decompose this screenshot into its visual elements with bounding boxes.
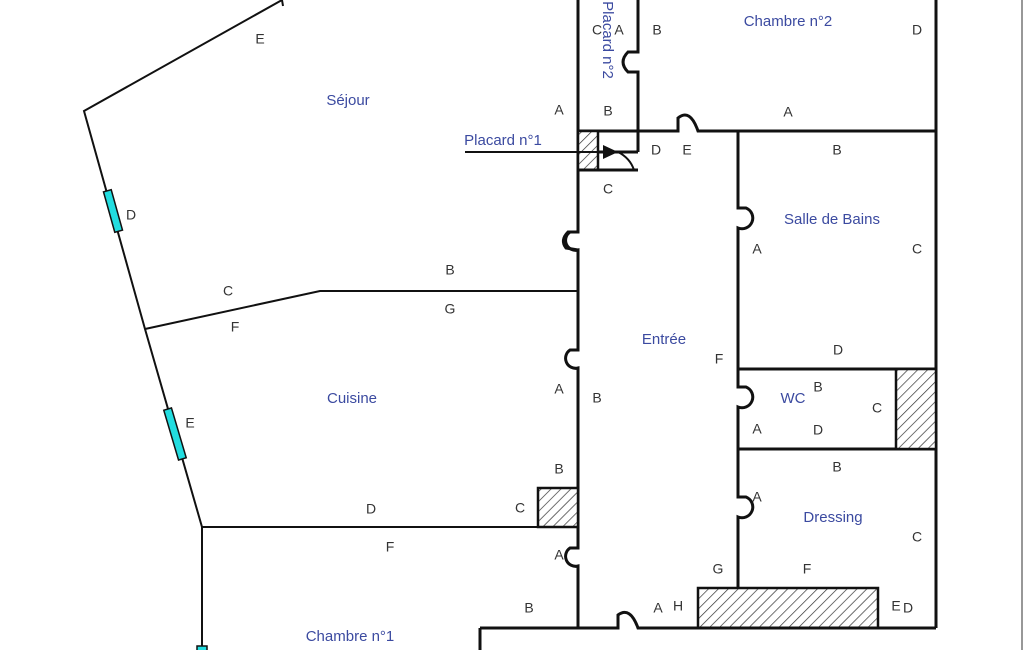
room-label-chambre2: Chambre n°2 (744, 13, 833, 30)
wall-letter: A (783, 104, 793, 120)
wall-letter: A (752, 489, 762, 505)
wall-letter: B (592, 390, 601, 406)
arrow-head-icon (603, 145, 618, 159)
wall-letter: G (445, 301, 456, 317)
wall-letter: A (554, 102, 564, 118)
wall-letter: B (603, 103, 612, 119)
window-chambre1 (196, 645, 208, 650)
wall-tick (281, 0, 284, 7)
room-label-dressing: Dressing (803, 509, 862, 526)
wall-letters: E A B C A B D A D E C B D A C B C G F D … (126, 22, 922, 616)
wall-letter: A (554, 381, 564, 397)
wall-letter: C (912, 529, 922, 545)
wall-letter: A (653, 600, 663, 616)
wall-chambre2-bottom (578, 113, 936, 133)
wall-letter: D (813, 422, 823, 438)
wall-letter: E (255, 31, 264, 47)
wall-letter: E (185, 415, 194, 431)
window-cuisine (162, 407, 188, 461)
wall-letter: D (903, 600, 913, 616)
room-label-entree: Entrée (642, 331, 686, 348)
wall-letter: A (752, 241, 762, 257)
wall-letter: D (126, 207, 136, 223)
cuisine-hatch (536, 486, 580, 529)
room-label-sejour: Séjour (326, 92, 369, 109)
wall-letter: C (603, 181, 613, 197)
wall-letter: B (524, 600, 533, 616)
room-label-salle-de-bains: Salle de Bains (784, 211, 880, 228)
wall-letter: A (554, 547, 564, 563)
room-label-placard1: Placard n°1 (464, 132, 542, 149)
door-placard1[interactable] (617, 151, 635, 171)
wall-letter: E (891, 598, 900, 614)
door-sejour[interactable] (561, 230, 579, 252)
wall-letter: G (713, 561, 724, 577)
room-label-chambre1: Chambre n°1 (306, 628, 395, 645)
wall-letter: A (614, 22, 624, 38)
dressing-hatch (696, 586, 880, 630)
wall-letter: C (592, 22, 602, 38)
wall-letter: F (231, 319, 240, 335)
wall-letter: F (803, 561, 812, 577)
wall-sejour-cuisine (144, 290, 578, 330)
wall-letter: D (833, 342, 843, 358)
placard1-hatch (576, 129, 600, 172)
wall-letter: A (752, 421, 762, 437)
wall-main-vertical (564, 0, 580, 628)
wall-entree-right (736, 131, 755, 588)
wall-letter: B (652, 22, 661, 38)
wall-letter: F (386, 539, 395, 555)
room-label-wc: WC (781, 390, 806, 407)
wc-hatch (894, 367, 938, 451)
wall-letter: C (223, 283, 233, 299)
wall-bottom (480, 610, 936, 630)
wall-letter: D (912, 22, 922, 38)
window-sejour (102, 188, 124, 234)
wall-letter: B (832, 142, 841, 158)
wall-letter: D (651, 142, 661, 158)
wall-letter: C (912, 241, 922, 257)
wall-placard2 (621, 0, 640, 152)
wall-letter: C (515, 500, 525, 516)
wall-letter: D (366, 501, 376, 517)
wall-letter: B (813, 379, 822, 395)
wall-letter: E (682, 142, 691, 158)
room-label-cuisine: Cuisine (327, 390, 377, 407)
wall-letter: B (832, 459, 841, 475)
wall-letter: F (715, 351, 724, 367)
wall-letter: B (445, 262, 454, 278)
wall-letter: C (872, 400, 882, 416)
wall-letter: B (554, 461, 563, 477)
room-label-placard2: Placard n°2 (599, 1, 616, 79)
wall-letter: H (673, 598, 683, 614)
